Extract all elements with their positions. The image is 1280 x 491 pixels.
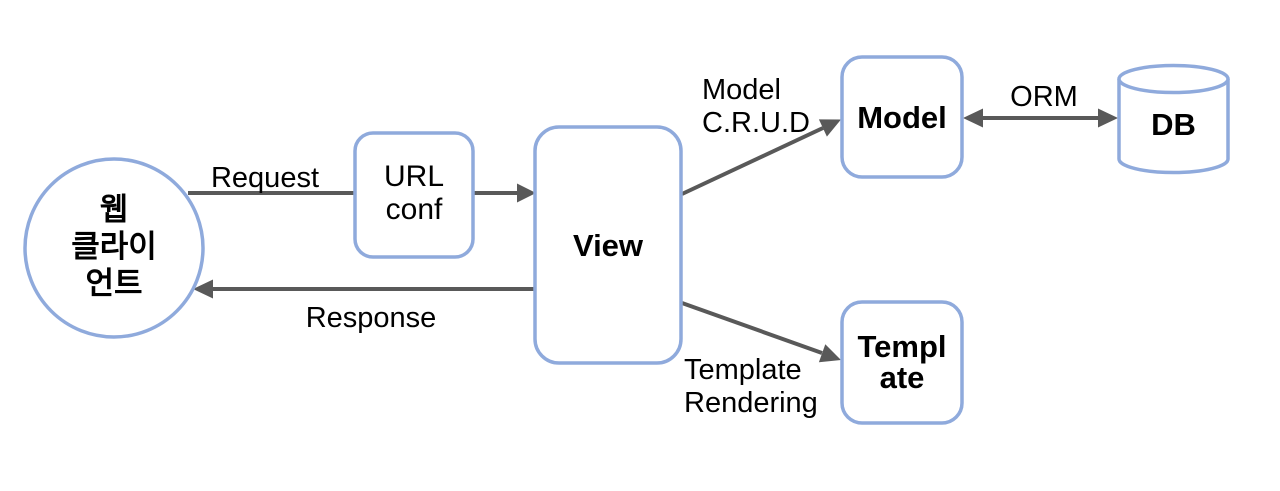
template-rendering-edge-label-line1: Template [684, 354, 802, 386]
template-node [840, 300, 964, 425]
db-label: DB [1151, 107, 1196, 142]
view-label: View [572, 228, 644, 263]
web-client-label-line1: 웹 [99, 192, 129, 227]
template-label-line2: ate [879, 360, 925, 395]
web-client-label-line2: 클라이 [71, 229, 157, 264]
view-to-template-line [681, 301, 823, 355]
response-edge-label: Response [305, 302, 437, 334]
view-to-model-arrowhead-icon [818, 119, 841, 137]
template-rendering-edge-label: Template Rendering [684, 354, 818, 420]
urlconf-to-view-arrowhead-icon [517, 183, 536, 203]
view-to-model-line [681, 126, 824, 196]
view-to-template-arrowhead-icon [818, 344, 841, 363]
template-label-line1: Templ [857, 329, 947, 364]
template-label: Templ ate [842, 331, 962, 393]
model-crud-edge-label-line2: C.R.U.D [702, 107, 810, 139]
url-conf-label: URL conf [355, 160, 473, 226]
model-crud-edge-label: Model C.R.U.D [702, 74, 810, 140]
orm-edge-label: ORM [1010, 81, 1078, 113]
web-client-label: 웹 클라이 언트 [24, 191, 204, 302]
url-conf-label-line1: URL [383, 160, 444, 193]
template-rendering-edge-label-line2: Rendering [684, 387, 818, 419]
web-client-node [23, 157, 205, 339]
view-node [533, 125, 683, 365]
model-crud-edge-label-line1: Model [702, 74, 781, 106]
response-arrowhead-icon [193, 279, 213, 299]
web-client-label-line3: 언트 [85, 266, 143, 301]
db-cylinder-top [1117, 63, 1230, 95]
request-edge-label: Request [210, 162, 319, 194]
db-cylinder-body [1117, 79, 1230, 175]
url-conf-label-line2: conf [385, 193, 443, 226]
url-conf-node [353, 131, 475, 259]
model-label: Model [857, 100, 947, 135]
model-db-right-arrowhead-icon [1098, 108, 1118, 128]
model-node [840, 55, 964, 179]
model-db-left-arrowhead-icon [963, 108, 983, 128]
